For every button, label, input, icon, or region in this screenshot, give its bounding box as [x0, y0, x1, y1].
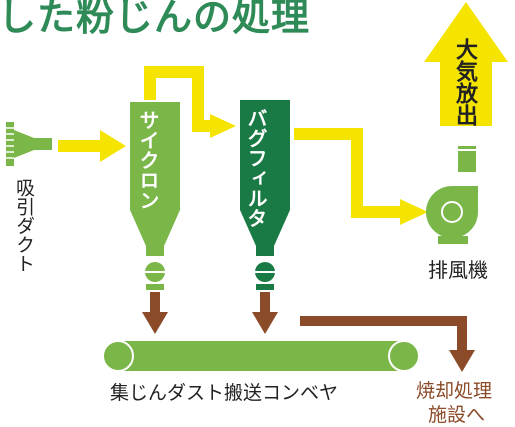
intake-to-cyclone-arrow	[58, 130, 126, 162]
intake-duct-label: 吸引ダクト	[13, 178, 35, 273]
atmosphere-release-label: 大気放出	[452, 38, 477, 126]
incineration-label-line2: 施設へ	[428, 404, 486, 426]
bag-filter-label: バグフィルタ	[244, 108, 268, 228]
dust-flow-path	[142, 292, 475, 372]
conveyor-label: 集じんダスト搬送コンベヤ	[110, 382, 339, 404]
release-arrow	[424, 2, 508, 126]
intake-duct	[6, 122, 52, 166]
air-flow-path	[58, 2, 508, 225]
cyclone-label: サイクロン	[136, 110, 160, 210]
cyclone-to-bagfilter-line	[144, 66, 212, 132]
bag-filter-unit	[240, 100, 290, 290]
bagfilter-to-fan-line	[294, 128, 402, 218]
exhaust-fan-label: 排風機	[428, 258, 488, 282]
exhaust-fan	[426, 146, 478, 244]
bagfilter-to-fan-arrowhead	[400, 199, 428, 225]
incineration-label-line1: 焼却処理	[416, 380, 493, 402]
cyclone-unit	[130, 102, 180, 290]
diagram-title: した粉じんの処理	[0, 0, 311, 39]
dust-conveyor	[102, 340, 420, 372]
cyclone-to-bagfilter-arrowhead	[210, 114, 236, 138]
